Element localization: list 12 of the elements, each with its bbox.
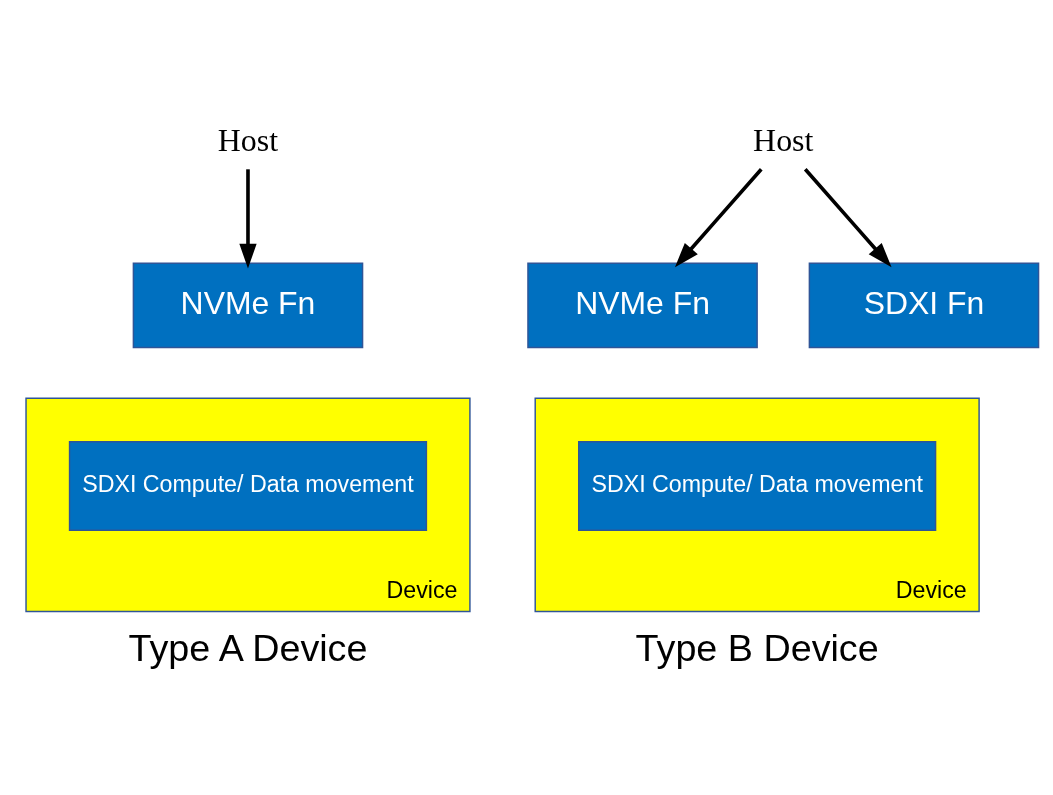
node-box: SDXI Compute/ Data movement	[68, 441, 428, 531]
node-box: SDXI Fn	[808, 262, 1040, 349]
arrow	[803, 168, 892, 268]
node-text: Host	[753, 123, 814, 159]
node-box: NVMe Fn	[132, 262, 364, 349]
arrow	[239, 169, 257, 269]
node-text: Host	[217, 123, 279, 159]
node-box: SDXI Compute/ Data movement	[578, 441, 937, 531]
label: Type A Device	[128, 626, 368, 669]
label: Type B Device	[635, 626, 879, 669]
node-box: NVMe Fn	[527, 262, 758, 349]
arrow	[674, 168, 763, 268]
